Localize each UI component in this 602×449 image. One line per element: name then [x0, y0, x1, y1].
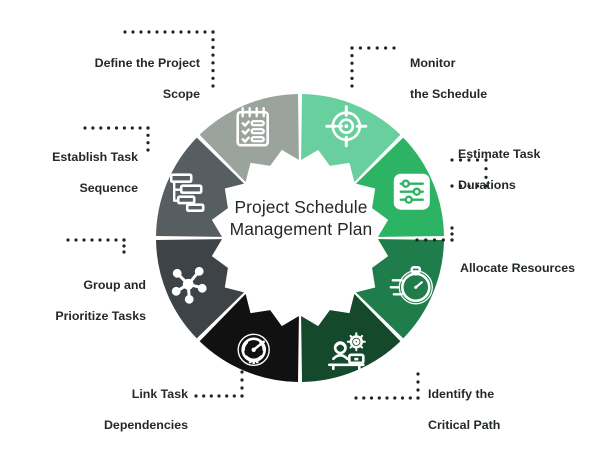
icons-group [169, 105, 433, 371]
checklist-clipboard-icon [236, 107, 269, 147]
label-line1: Link Task [131, 386, 188, 401]
segment-label-estimate-task-durations[interactable]: Estimate Task Durations [458, 131, 598, 209]
connector-monitor-the-schedule-stem [350, 46, 354, 88]
wheel-segment-resource-person-gear[interactable] [301, 293, 401, 382]
label-line1: Estimate Task [458, 146, 541, 161]
label-line2: Sequence [79, 180, 138, 195]
label-line1: Establish Task [52, 149, 138, 164]
label-line2: Prioritize Tasks [55, 308, 146, 323]
sliders-icon [393, 173, 430, 210]
label-line1: Monitor [410, 55, 456, 70]
connector-link-task-dependencies [194, 370, 244, 398]
target-icon [325, 105, 368, 148]
label-line1: Define the Project [94, 55, 200, 70]
segment-label-monitor-the-schedule[interactable]: Monitor the Schedule [410, 40, 570, 118]
stopwatch-icon [389, 266, 433, 305]
wheel-segment-gauge[interactable] [199, 293, 299, 382]
connector-monitor-the-schedule [350, 46, 396, 50]
label-line2: Critical Path [428, 417, 501, 432]
center-title-line1: Project Schedule [234, 197, 368, 217]
gauge-icon [237, 333, 270, 366]
label-line2: Scope [162, 86, 200, 101]
center-title: Project Schedule Management Plan [186, 196, 416, 240]
label-line1: Identify the [428, 386, 495, 401]
segment-label-define-the-project-scope[interactable]: Define the Project Scope [36, 40, 200, 118]
diagram-canvas: Project Schedule Management Plan Define … [10, 30, 602, 432]
connector-establish-task-sequence [83, 126, 150, 152]
connector-identify-the-critical-path [354, 372, 420, 400]
gantt-chart-icon [169, 173, 205, 212]
network-nodes-icon [171, 266, 207, 304]
connector-define-the-project-scope [123, 30, 215, 88]
label-line1: Allocate Resources [460, 260, 576, 275]
label-line2: Durations [458, 177, 516, 192]
segment-label-link-task-dependencies[interactable]: Link Task Dependencies [58, 371, 188, 449]
segment-label-establish-task-sequence[interactable]: Establish Task Sequence [10, 134, 138, 212]
segment-label-allocate-resources[interactable]: Allocate Resources [460, 245, 602, 292]
segment-label-group-and-prioritize-tasks[interactable]: Group and Prioritize Tasks [18, 262, 146, 340]
resource-person-gear-icon [328, 332, 366, 371]
label-line2: Dependencies [103, 417, 188, 432]
connector-allocate-resources-tail [415, 238, 454, 242]
connector-estimate-task-durations-tail [450, 184, 488, 188]
connector-estimate-task-durations [450, 158, 488, 188]
connectors-group [66, 30, 488, 400]
center-title-line2: Management Plan [229, 219, 373, 239]
connector-group-and-prioritize-tasks [66, 238, 126, 254]
segment-label-identify-the-critical-path[interactable]: Identify the Critical Path [428, 371, 578, 449]
label-line2: the Schedule [410, 86, 488, 101]
label-line1: Group and [83, 277, 146, 292]
cycle-wheel [66, 30, 488, 400]
